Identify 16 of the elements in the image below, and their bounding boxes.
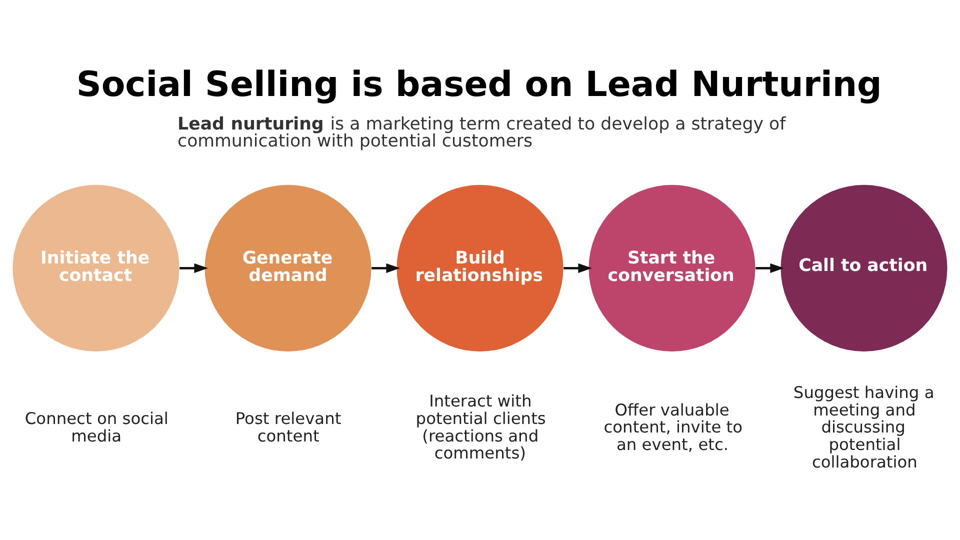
arrow bbox=[180, 262, 208, 273]
node-label: Offer valuable content, invite to an event, etc. bbox=[604, 400, 743, 454]
node-circle: Generate demand bbox=[204, 184, 372, 351]
node-label: Connect on social media bbox=[24, 408, 168, 445]
node-label: Post relevant content bbox=[235, 408, 342, 445]
arrow bbox=[564, 262, 592, 273]
node-circle: Call to action bbox=[780, 184, 948, 351]
node-label: Interact with potential clients (reactions and comments) bbox=[416, 391, 546, 462]
node-circle: Initiate the contact bbox=[12, 184, 180, 351]
arrow bbox=[756, 262, 784, 273]
label: Lead nurturing is a marketing term created to develop a strategy of communication with potential customers bbox=[178, 114, 786, 152]
arrow bbox=[372, 262, 400, 273]
node-circle: Start the conversation bbox=[588, 184, 756, 351]
node-circle: Build relationships bbox=[396, 184, 564, 351]
node-label: Suggest having a meeting and discussing potential collaboration bbox=[793, 382, 934, 471]
diagram-title: Social Selling is based on Lead Nurturing bbox=[76, 64, 882, 104]
